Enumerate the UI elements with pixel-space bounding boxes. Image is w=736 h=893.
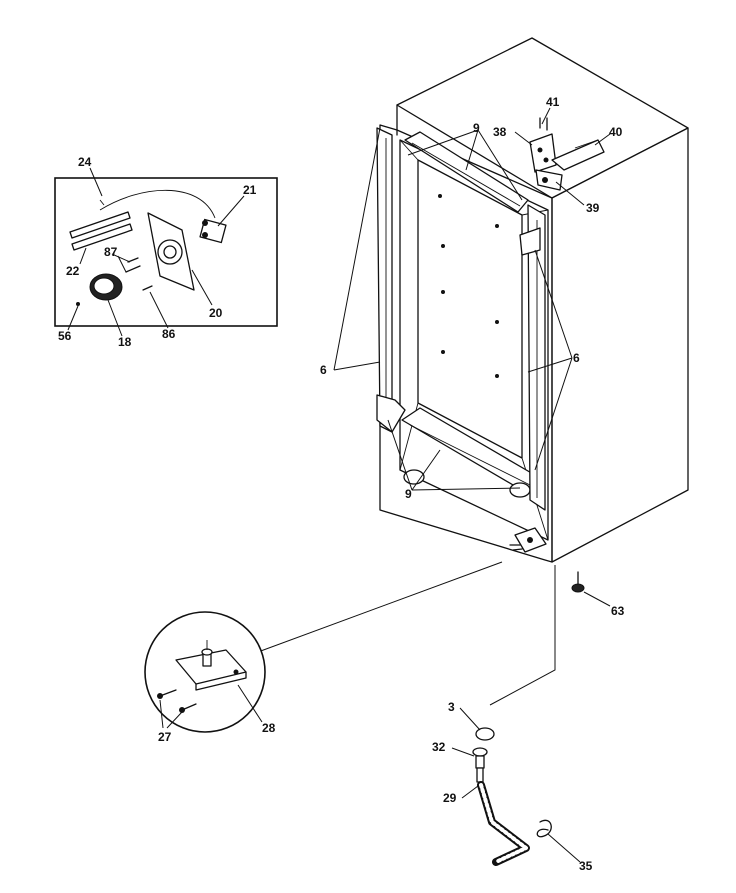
plug-assembly xyxy=(472,727,530,866)
cabinet-body xyxy=(379,37,689,563)
callout-29: 29 xyxy=(443,791,457,805)
control-inset-box xyxy=(54,167,278,337)
callout-21: 21 xyxy=(243,183,257,197)
callout-63: 63 xyxy=(611,604,625,618)
callout-39: 39 xyxy=(586,201,600,215)
breaker-strip-left xyxy=(376,127,406,433)
callout-28: 28 xyxy=(262,721,276,735)
callout-6-left: 6 xyxy=(320,363,327,377)
hinge-bottom xyxy=(509,527,547,553)
callout-86: 86 xyxy=(162,327,176,341)
hinge-assembly-top xyxy=(529,117,605,191)
callout-38: 38 xyxy=(493,125,507,139)
hose-clip xyxy=(536,819,552,838)
callout-22: 22 xyxy=(66,264,80,278)
callout-18: 18 xyxy=(118,335,132,349)
leveling-leg xyxy=(571,571,585,593)
callout-labels: 24 21 22 87 20 56 18 86 9 38 41 40 39 6 … xyxy=(58,95,625,873)
callout-24: 24 xyxy=(78,155,92,169)
callout-6-right: 6 xyxy=(573,351,580,365)
breaker-strip-top xyxy=(404,131,529,213)
callout-35: 35 xyxy=(579,859,593,873)
leader-lines xyxy=(333,107,611,863)
breaker-strip-right xyxy=(519,204,546,511)
callout-56: 56 xyxy=(58,329,72,343)
callout-32: 32 xyxy=(432,740,446,754)
callout-87: 87 xyxy=(104,245,118,259)
callout-41: 41 xyxy=(546,95,560,109)
callout-3: 3 xyxy=(448,700,455,714)
callout-9-top: 9 xyxy=(473,121,480,135)
callout-9-bottom: 9 xyxy=(405,487,412,501)
callout-27: 27 xyxy=(158,730,172,744)
callout-20: 20 xyxy=(209,306,223,320)
hinge-detail-circle xyxy=(144,561,503,733)
callout-40: 40 xyxy=(609,125,623,139)
